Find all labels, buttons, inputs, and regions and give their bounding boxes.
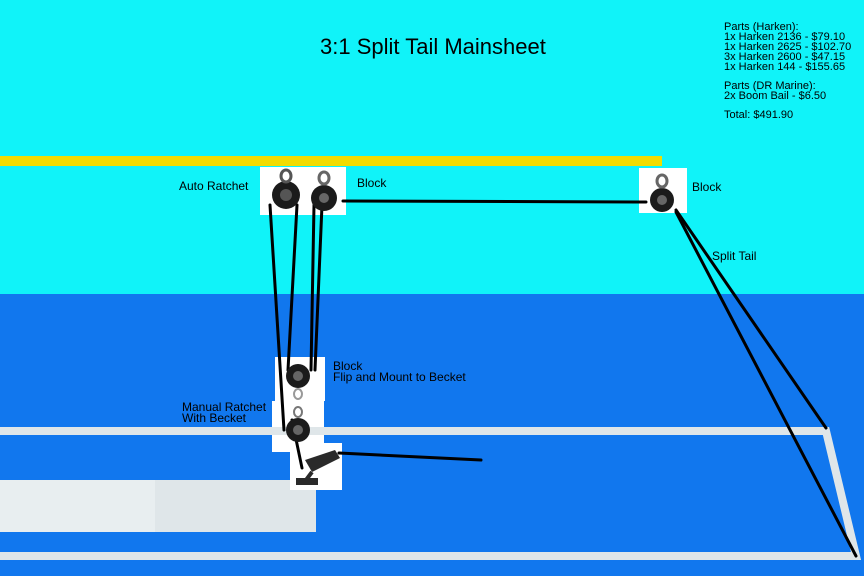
label-split-tail: Split Tail [712, 251, 756, 262]
block-lower [286, 364, 310, 399]
line-tail [339, 453, 481, 460]
line-block-to-lower [315, 205, 322, 370]
line-auto-to-lower-right [311, 205, 314, 370]
auto-ratchet-block [272, 170, 300, 209]
label-auto-ratchet: Auto Ratchet [179, 181, 248, 192]
label-block-top-center: Block [357, 178, 386, 189]
manual-ratchet-block [286, 407, 310, 442]
line-auto-to-manual [270, 205, 284, 430]
label-manual-ratchet-line2: With Becket [182, 413, 266, 424]
label-block-lower: Block Flip and Mount to Becket [333, 361, 466, 383]
deck-rails [0, 431, 856, 556]
block-top-center [311, 172, 337, 211]
diagram-title: 3:1 Split Tail Mainsheet [320, 34, 546, 60]
parts-total: Total: $491.90 [724, 110, 851, 120]
line-auto-to-lower-left [288, 205, 297, 370]
split-tail-a [676, 210, 826, 428]
label-block-lower-line2: Flip and Mount to Becket [333, 372, 466, 383]
line-boom [343, 201, 646, 202]
parts-harken-item: 1x Harken 144 - $155.65 [724, 62, 851, 72]
label-block-top-right: Block [692, 182, 721, 193]
parts-list: Parts (Harken): 1x Harken 2136 - $79.10 … [724, 22, 851, 120]
parts-dr-marine-item: 2x Boom Bail - $6.50 [724, 91, 851, 101]
label-manual-ratchet: Manual Ratchet With Becket [182, 402, 266, 424]
split-tail-b [676, 212, 856, 556]
block-top-right [650, 175, 674, 212]
